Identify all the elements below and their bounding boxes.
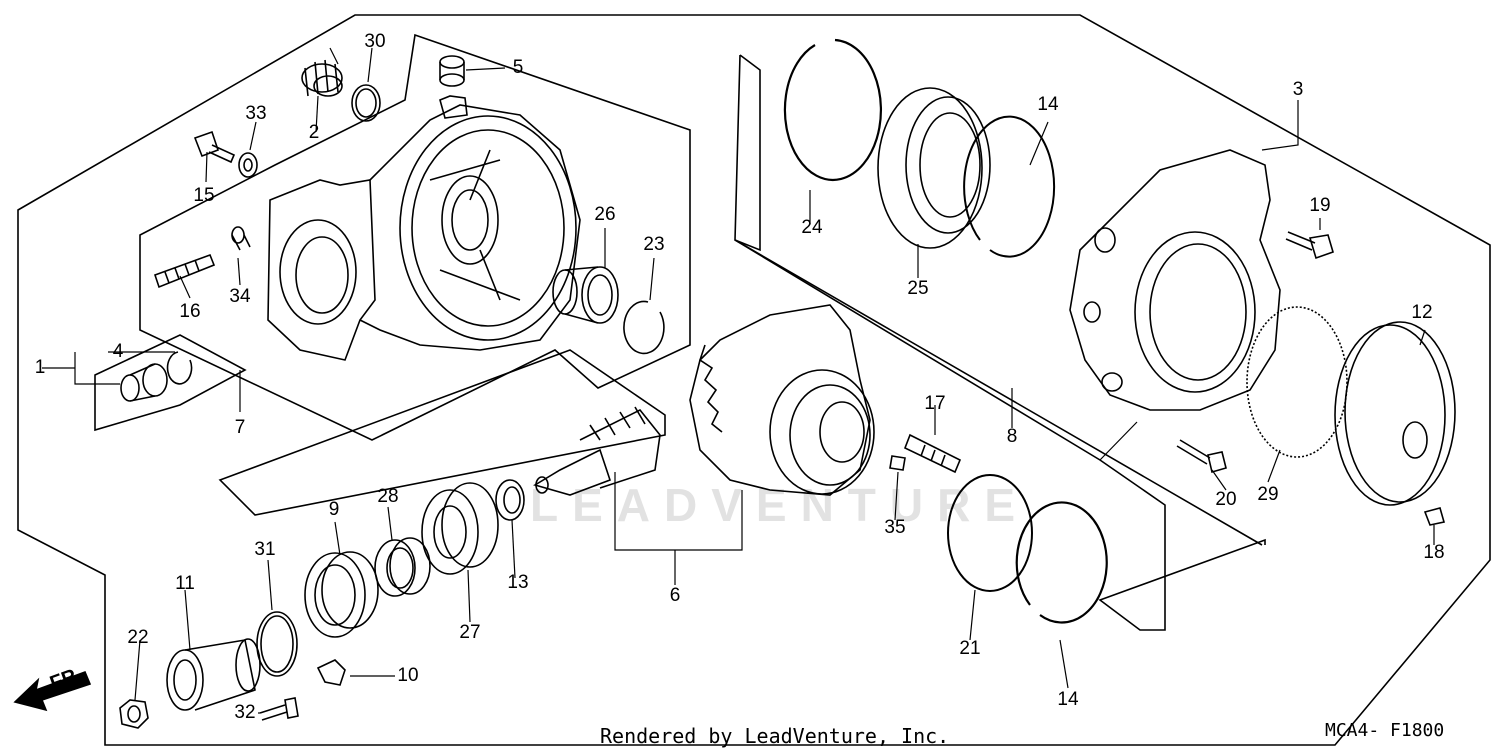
part-3-cover [1070,150,1280,410]
part-9-nut [305,552,378,637]
callout-28: 28 [377,486,399,507]
callout-30: 30 [364,31,386,52]
part-13-washer [496,480,524,520]
callout-32: 32 [234,702,256,723]
part-2-plug [302,60,342,96]
callout-1: 1 [34,357,46,378]
callout-5: 5 [512,57,524,78]
part-17-stud [905,435,960,472]
callout-8: 8 [1006,426,1018,447]
callout-3: 3 [1292,79,1304,100]
part-31-oring [257,612,297,676]
part-6-ringgear [690,305,874,495]
part-22-nut [120,700,148,728]
front-arrow [15,672,90,710]
part-24-snapring [785,40,881,180]
callout-9: 9 [328,499,340,520]
callout-14-lower: 14 [1057,689,1079,710]
diagram-code: MCA4- F1800 [1325,720,1445,741]
part-16-stud [155,255,214,287]
callout-17: 17 [924,393,946,414]
part-12-flange [1335,322,1455,505]
part-1-bearing [121,364,167,401]
callout-20: 20 [1215,489,1237,510]
part-10-plate [318,660,345,685]
part-11-coupling [167,639,260,710]
callout-26: 26 [594,204,616,225]
callout-27: 27 [459,622,481,643]
part-33-washer [239,153,257,177]
callout-7: 7 [234,417,246,438]
part-14-shim-upper [964,117,1054,257]
callout-2: 2 [308,122,320,143]
callout-4: 4 [112,341,124,362]
part-20-bolt [1177,440,1226,472]
outer-boundary [18,15,1490,745]
part-19-bolt [1286,232,1333,258]
cover-group-outline [735,55,1265,630]
callout-16: 16 [179,301,201,322]
watermark-text: LEADVENTURE [530,479,1030,531]
cover-group-outline-2 [735,55,1262,545]
part-26-bearing [553,267,618,323]
callout-11: 11 [175,573,195,594]
callout-24: 24 [801,217,823,238]
callout-10: 10 [397,665,419,686]
callout-18: 18 [1423,542,1445,563]
part-29-oring [1247,307,1347,457]
part-28-seal [375,538,430,596]
callout-12: 12 [1411,302,1433,323]
footer-credit: Rendered by LeadVenture, Inc. [600,724,950,748]
part-4-snapring [168,352,192,384]
part-34-dowel [232,227,250,250]
housing-group-outline [140,35,690,440]
callout-25: 25 [907,278,929,299]
callout-35: 35 [884,517,906,538]
part-5-cap [440,56,464,86]
part-7-housing [268,96,580,360]
part-35-pin [890,456,905,470]
part-25-bearing [878,88,990,248]
part-15-bolt [195,132,234,162]
callout-14-upper: 14 [1037,94,1059,115]
callout-31: 31 [254,539,276,560]
part-6-pinion [535,407,660,495]
part-14-ring-lower [1017,502,1107,622]
gear-group-outline [220,350,665,515]
part-23-snapring [624,301,664,353]
callout-15: 15 [193,185,215,206]
callout-21: 21 [959,638,981,659]
part-27-bearing [422,483,498,574]
callout-13: 13 [507,572,529,593]
part-18-screw [1425,508,1444,525]
callout-6: 6 [669,585,681,606]
callout-23: 23 [643,234,665,255]
part-21-shim [948,475,1032,591]
bearing-group-outline [95,335,245,430]
callout-22: 22 [127,627,149,648]
callout-19: 19 [1309,195,1331,216]
leader-lines [42,48,1434,713]
part-32-bolt [260,698,298,720]
part-30-oring [352,85,380,121]
callout-33: 33 [245,103,267,124]
callout-34: 34 [229,286,251,307]
callout-29: 29 [1257,484,1279,505]
